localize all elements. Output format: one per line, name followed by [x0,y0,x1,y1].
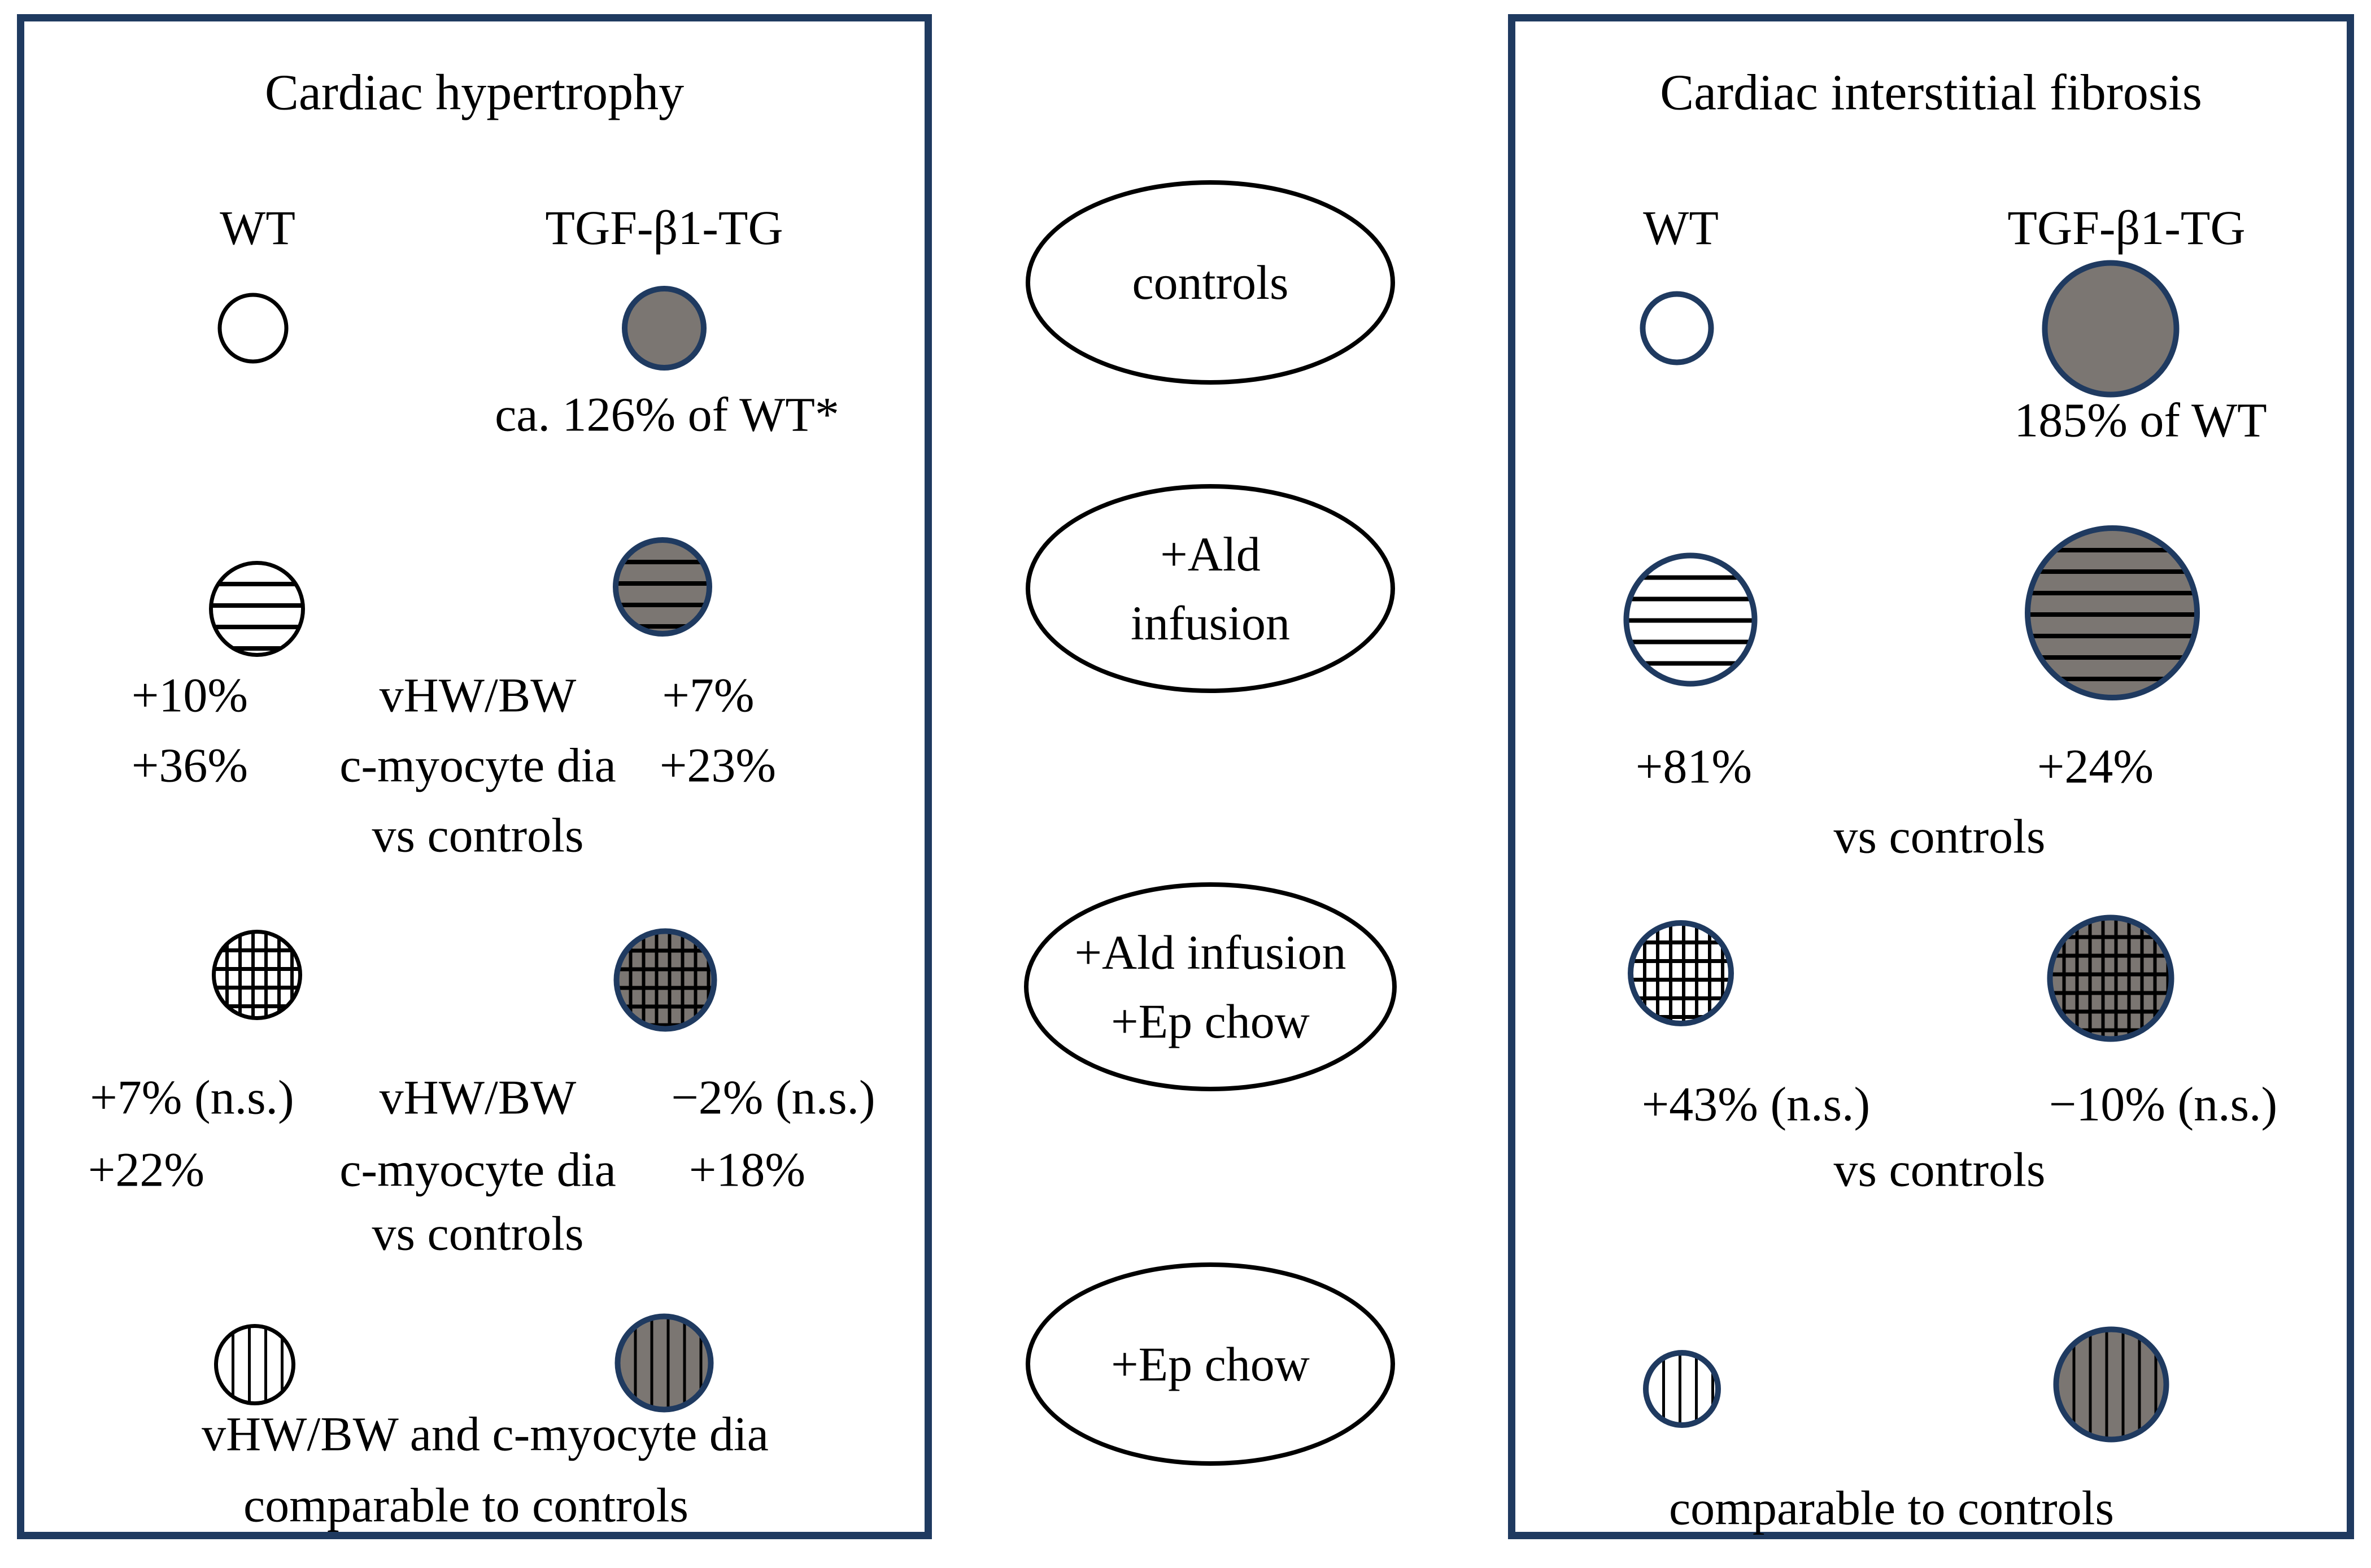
left-ald-wt-circle [209,561,305,657]
right-ald-wt-value: +81% [1635,739,1753,794]
left-ald-footer: vs controls [372,808,584,863]
right-ald-tg-value: +24% [2037,739,2154,794]
left-ep-tg-circle [614,1313,714,1413]
right-ep-note: comparable to controls [1668,1480,2115,1535]
left-aldep-wt-value-1: +7% (n.s.) [90,1070,294,1125]
left-aldep-wt-circle [212,930,302,1020]
left-aldep-tg-value-1: −2% (n.s.) [671,1070,875,1125]
ald-infusion-bubble: +Ald infusion [1026,484,1395,693]
right-aldep-wt-value: +43% (n.s.) [1641,1077,1871,1131]
left-ep-wt-circle [214,1324,295,1405]
right-ep-wt-circle [1643,1350,1721,1428]
right-wt-column-header: WT [1643,201,1719,255]
right-tg-column-header: TGF-β1-TG [2007,201,2246,255]
controls-bubble-label: controls [1132,255,1289,310]
left-aldep-footer: vs controls [372,1206,584,1261]
left-controls-tg-circle [622,286,707,371]
left-ep-note-line-2: comparable to controls [243,1478,689,1532]
left-aldep-metric-1: vHW/BW [379,1070,577,1125]
cardiac-hypertrophy-panel: Cardiac hypertrophy WT TGF-β1-TG ca. 126… [17,14,932,1539]
left-aldep-tg-value-2: +18% [688,1142,806,1197]
right-controls-tg-note: 185% of WT [2014,393,2267,447]
left-controls-tg-note: ca. 126% of WT* [495,387,839,442]
ald-bubble-label-line-2: infusion [1131,596,1290,650]
left-aldep-metric-2: c-myocyte dia [339,1142,616,1197]
right-controls-wt-circle [1640,291,1714,365]
right-aldep-tg-circle [2047,914,2174,1042]
right-aldep-footer: vs controls [1833,1142,2046,1197]
left-ald-metric-1: vHW/BW [379,668,577,722]
right-controls-tg-circle [2042,260,2180,398]
controls-bubble: controls [1026,180,1395,385]
right-panel-title: Cardiac interstitial fibrosis [1660,64,2202,121]
right-aldep-wt-circle [1628,920,1734,1026]
ald-infusion-ep-chow-bubble: +Ald infusion +Ep chow [1024,882,1397,1091]
left-tg-column-header: TGF-β1-TG [545,201,783,255]
right-ald-tg-circle [2025,525,2200,700]
left-ald-tg-value-1: +7% [662,668,755,722]
left-ald-wt-value-2: +36% [131,738,249,792]
left-ald-tg-circle [613,537,712,637]
left-aldep-wt-value-2: +22% [88,1142,205,1197]
aldep-bubble-label-line-2: +Ep chow [1111,994,1310,1048]
right-ald-footer: vs controls [1833,809,2046,864]
left-controls-wt-circle [217,293,289,364]
left-ald-metric-2: c-myocyte dia [339,738,616,792]
right-aldep-tg-value: −10% (n.s.) [2049,1077,2278,1131]
right-ald-wt-circle [1623,552,1758,687]
left-ald-wt-value-1: +10% [131,668,249,722]
left-aldep-tg-circle [613,928,717,1032]
ald-bubble-label-line-1: +Ald [1160,526,1261,581]
right-ep-tg-circle [2053,1326,2169,1443]
left-ald-tg-value-2: +23% [659,738,777,792]
left-wt-column-header: WT [220,201,295,255]
cardiac-interstitial-fibrosis-panel: Cardiac interstitial fibrosis WT TGF-β1-… [1508,14,2354,1539]
left-ep-note-line-1: vHW/BW and c-myocyte dia [202,1406,769,1461]
ep-bubble-label: +Ep chow [1111,1336,1310,1391]
aldep-bubble-label-line-1: +Ald infusion [1074,925,1346,979]
left-panel-title: Cardiac hypertrophy [264,64,685,121]
ep-chow-bubble: +Ep chow [1026,1262,1395,1466]
